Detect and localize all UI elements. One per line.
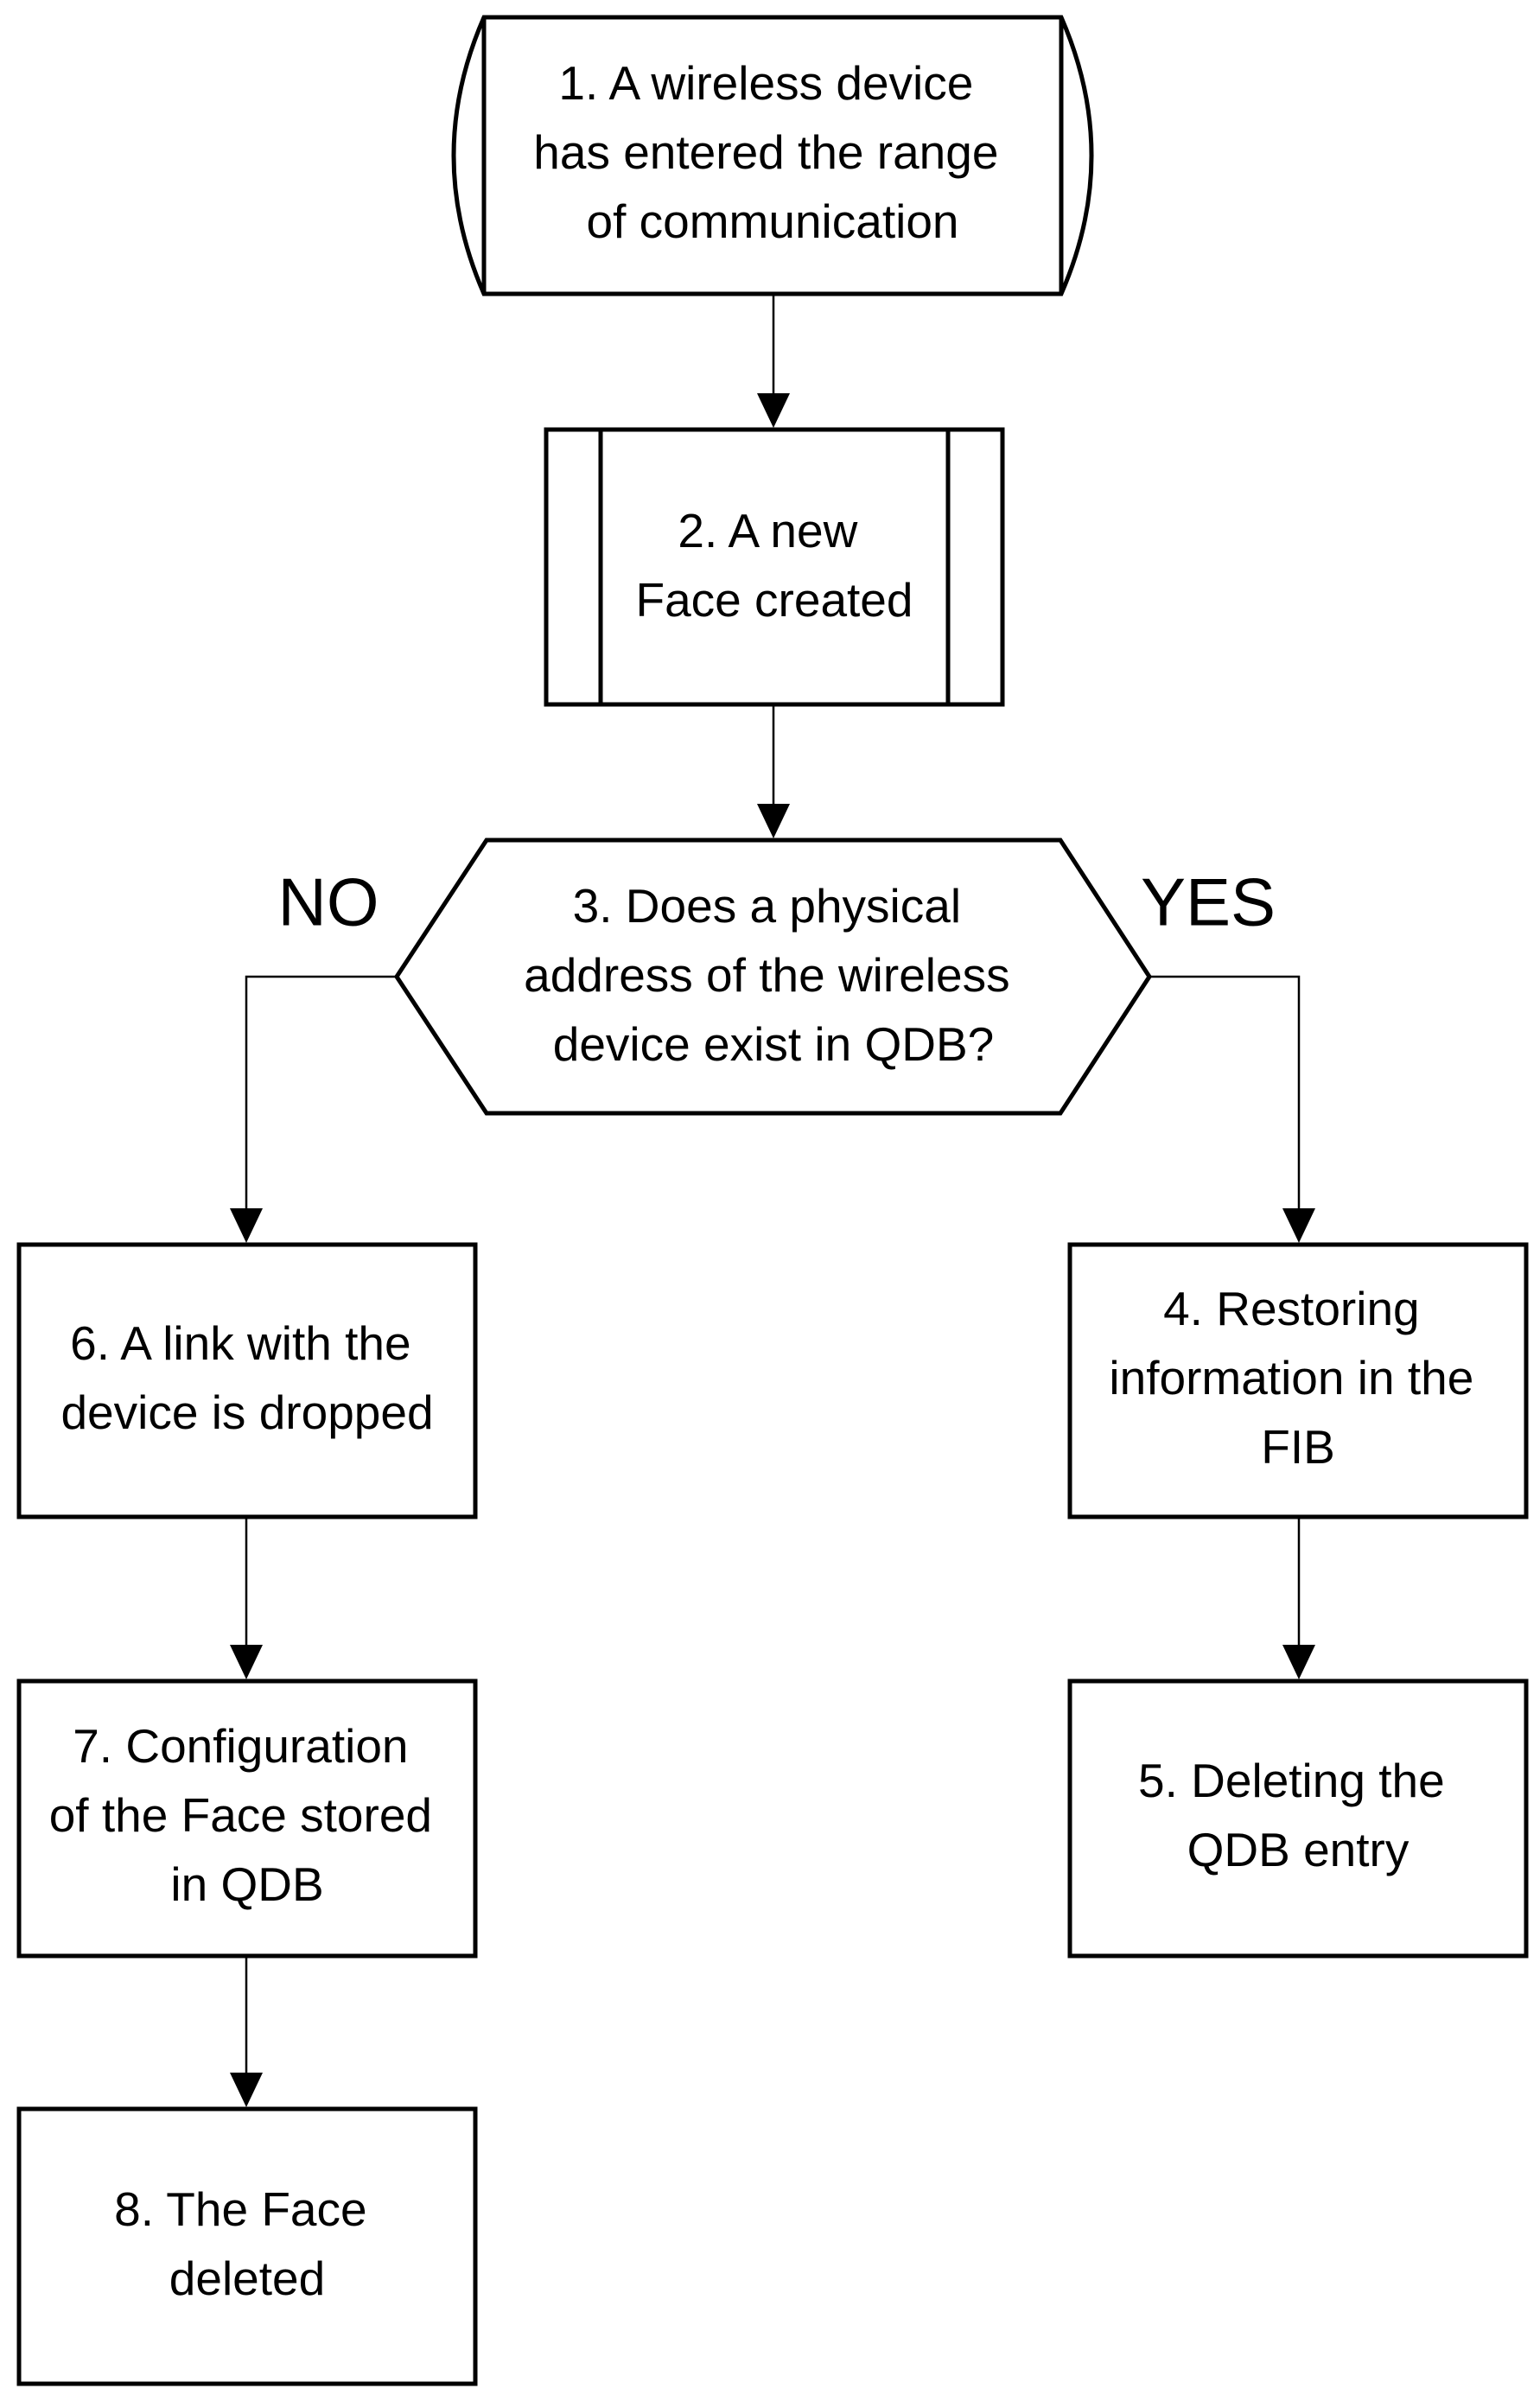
link-dropped-line-2: device is dropped xyxy=(60,1385,433,1439)
connector-3-to-4 xyxy=(1149,975,1301,1214)
decision-text: 3. Does a physical address of the wirele… xyxy=(524,879,1023,1071)
arrowhead-6-to-7 xyxy=(230,1645,263,1679)
node-face-deleted: 8. The Face deleted xyxy=(16,2106,478,2386)
arrowhead-7-to-8 xyxy=(230,2073,263,2107)
decision-line-1: 3. Does a physical xyxy=(573,879,961,933)
branch-yes-label: YES xyxy=(1141,864,1276,940)
restoring-line-2: information in the xyxy=(1109,1351,1473,1405)
face-created-line-1: 2. A new xyxy=(678,504,857,557)
restoring-text: 4. Restoring information in the FIB xyxy=(1109,1282,1486,1474)
start-line-1: 1. A wireless device xyxy=(558,56,973,110)
face-deleted-shape xyxy=(16,2106,478,2386)
decision-line-2: address of the wireless xyxy=(524,948,1010,1002)
node-restoring: 4. Restoring information in the FIB xyxy=(1067,1242,1529,1519)
link-dropped-text: 6. A link with the device is dropped xyxy=(60,1316,433,1439)
arrowhead-3-to-6 xyxy=(230,1208,263,1243)
face-deleted-text: 8. The Face deleted xyxy=(114,2182,380,2305)
start-text: 1. A wireless device has entered the ran… xyxy=(533,56,1011,248)
config-stored-text: 7. Configuration of the Face stored in Q… xyxy=(49,1719,446,1911)
node-face-created: 2. A new Face created xyxy=(544,427,1005,707)
face-created-shape xyxy=(544,427,1005,707)
start-line-3: of communication xyxy=(586,194,958,248)
deleting-entry-line-1: 5. Deleting the xyxy=(1138,1754,1445,1807)
node-deleting-entry: 5. Deleting the QDB entry xyxy=(1067,1678,1529,1959)
config-stored-shape xyxy=(16,1678,478,1959)
start-line-2: has entered the range xyxy=(533,125,998,179)
connector-3-to-6 xyxy=(245,975,397,1214)
connectors xyxy=(230,294,1315,2107)
link-dropped-line-1: 6. A link with the xyxy=(70,1316,410,1370)
node-start: 1. A wireless device has entered the ran… xyxy=(451,15,1094,296)
arrowhead-2-to-3 xyxy=(757,804,790,838)
deleting-entry-shape xyxy=(1067,1678,1529,1959)
node-config-stored: 7. Configuration of the Face stored in Q… xyxy=(16,1678,478,1959)
arrowhead-1-to-2 xyxy=(757,393,790,428)
face-created-line-2: Face created xyxy=(635,573,913,627)
node-decision: 3. Does a physical address of the wirele… xyxy=(394,838,1152,1116)
deleting-entry-line-2: QDB entry xyxy=(1187,1823,1410,1876)
face-created-text: 2. A new Face created xyxy=(635,504,913,627)
config-stored-line-1: 7. Configuration xyxy=(73,1719,408,1773)
decision-line-3: device exist in QDB? xyxy=(553,1017,995,1071)
branch-no-label: NO xyxy=(278,864,379,940)
decision-shape xyxy=(394,838,1152,1116)
deleting-entry-text: 5. Deleting the QDB entry xyxy=(1138,1754,1458,1876)
arrowhead-4-to-5 xyxy=(1282,1645,1315,1679)
restoring-line-3: FIB xyxy=(1261,1420,1335,1474)
node-link-dropped: 6. A link with the device is dropped xyxy=(16,1242,478,1519)
link-dropped-shape xyxy=(16,1242,478,1519)
arrowhead-3-to-4 xyxy=(1282,1208,1315,1243)
restoring-shape xyxy=(1067,1242,1529,1519)
config-stored-line-3: in QDB xyxy=(170,1857,323,1911)
face-deleted-line-1: 8. The Face xyxy=(114,2182,366,2236)
face-deleted-line-2: deleted xyxy=(169,2252,325,2305)
restoring-line-1: 4. Restoring xyxy=(1163,1282,1420,1335)
config-stored-line-2: of the Face stored xyxy=(49,1788,432,1842)
